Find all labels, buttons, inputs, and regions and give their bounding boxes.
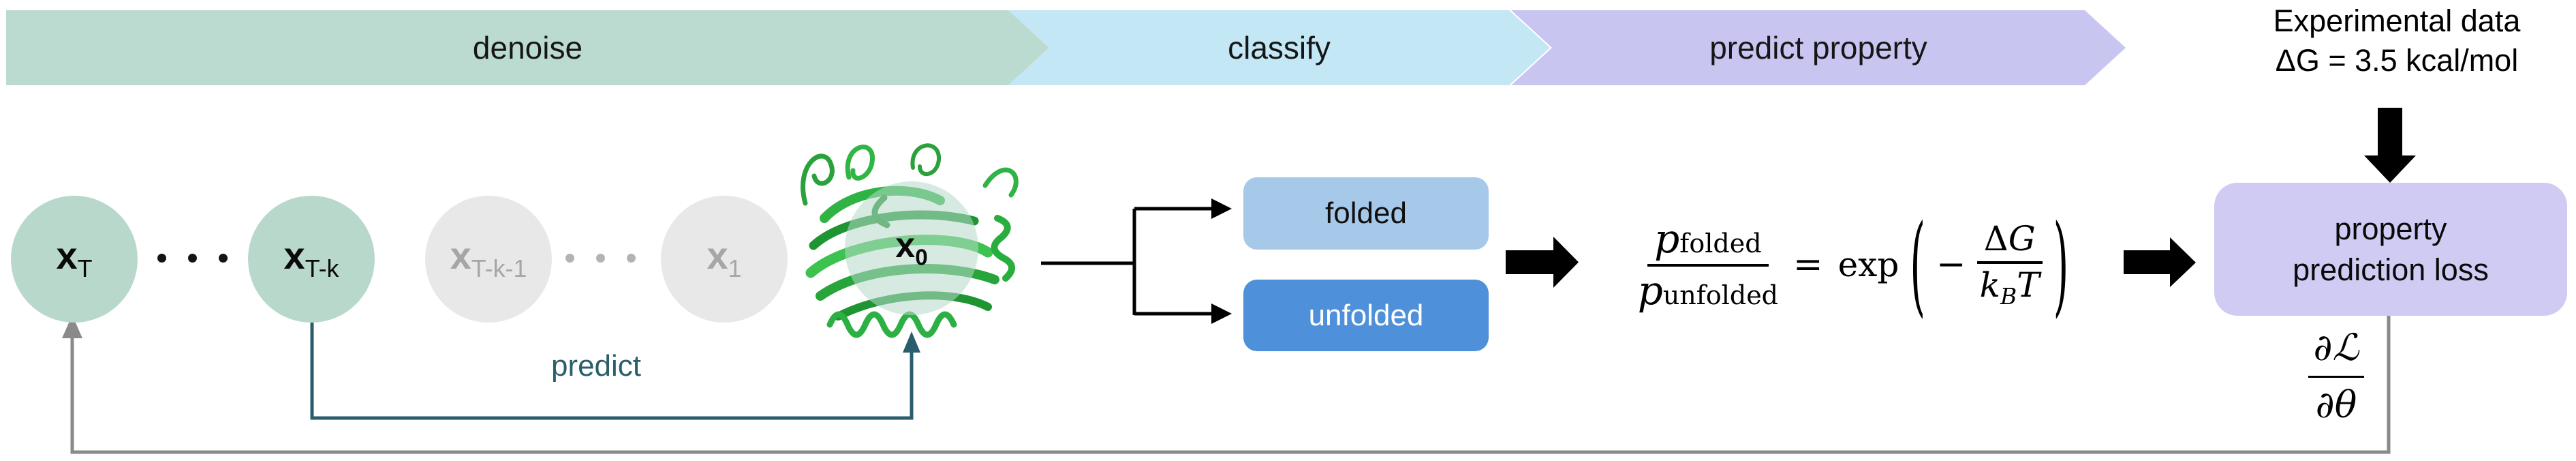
pipeline-stage-denoise: denoise xyxy=(6,10,1049,85)
ellipsis-dot xyxy=(188,254,197,263)
unfolded-arrowhead-icon xyxy=(1211,303,1232,324)
exp-operator: exp xyxy=(1837,245,1899,284)
state-x-1-label: x1 xyxy=(707,233,742,283)
folded-class-label: folded xyxy=(1325,196,1407,230)
ellipsis-dot-gray xyxy=(627,254,636,263)
state-x-T-label: xT xyxy=(56,233,93,283)
gradient-feedback-line xyxy=(70,316,2391,454)
delta-g-over-kbt-fraction: ΔG kBT xyxy=(1976,222,2043,308)
predict-path-line xyxy=(310,323,914,420)
predict-label: predict xyxy=(550,349,642,383)
unfolded-class-label: unfolded xyxy=(1308,298,1424,332)
ellipsis-dot xyxy=(219,254,228,263)
loss-box-line1: property xyxy=(2334,211,2447,247)
close-paren: ) xyxy=(2053,200,2069,329)
folded-arrowhead-icon xyxy=(1211,198,1232,219)
equals-sign: = xyxy=(1793,244,1823,285)
pipeline-stage-classify-label: classify xyxy=(1228,30,1331,65)
ellipsis-dot-gray xyxy=(596,254,605,263)
state-x-T: xT xyxy=(11,196,138,323)
experimental-data-value: ΔG = 3.5 kcal/mol xyxy=(2275,42,2519,78)
predict-arrowhead-icon xyxy=(903,331,920,353)
state-x-0: x0 xyxy=(845,181,978,315)
state-x-T-k: xT-k xyxy=(248,196,375,323)
pipeline-stage-predict-property: predict property xyxy=(1511,10,2126,85)
folded-class-box: folded xyxy=(1243,177,1489,250)
state-x-T-k-1: xT-k-1 xyxy=(425,196,552,323)
state-x-1: x1 xyxy=(661,196,788,323)
probability-ratio-fraction: pfolded punfolded xyxy=(1637,215,1779,314)
gradient-denominator: ∂θ xyxy=(2315,383,2357,426)
pipeline-stage-predict-property-label: predict property xyxy=(1709,30,1927,65)
loss-box-line2: prediction loss xyxy=(2293,252,2489,287)
unfolded-class-box: unfolded xyxy=(1243,280,1489,351)
state-x-T-k-1-label: xT-k-1 xyxy=(450,233,527,283)
loss-gradient-fraction: ∂ℒ ∂θ xyxy=(2286,326,2387,426)
property-prediction-loss-box: property prediction loss xyxy=(2214,183,2567,316)
ellipsis-dot xyxy=(157,254,166,263)
block-arrow-right-icon-1 xyxy=(1506,237,1579,288)
feedback-arrowhead-icon xyxy=(62,315,82,338)
experimental-data-annotation: Experimental data ΔG = 3.5 kcal/mol xyxy=(2218,1,2576,80)
open-paren: ( xyxy=(1910,200,1926,329)
ellipsis-dot-gray xyxy=(565,254,574,263)
state-x-T-k-label: xT-k xyxy=(283,233,339,283)
block-arrow-down-icon xyxy=(2364,155,2416,183)
state-x-0-label: x0 xyxy=(895,225,928,271)
pipeline-stage-classify: classify xyxy=(1008,10,1550,85)
pipeline-stage-denoise-label: denoise xyxy=(472,30,583,65)
gradient-numerator: ∂ℒ xyxy=(2308,326,2365,378)
experimental-data-title: Experimental data xyxy=(2273,3,2521,38)
minus-sign: − xyxy=(1936,244,1966,285)
block-arrow-down-stem xyxy=(2378,108,2402,155)
block-arrow-right-icon-2 xyxy=(2124,237,2196,287)
boltzmann-formula: pfolded punfolded = exp ( − ΔG kBT ) xyxy=(1587,196,2119,333)
